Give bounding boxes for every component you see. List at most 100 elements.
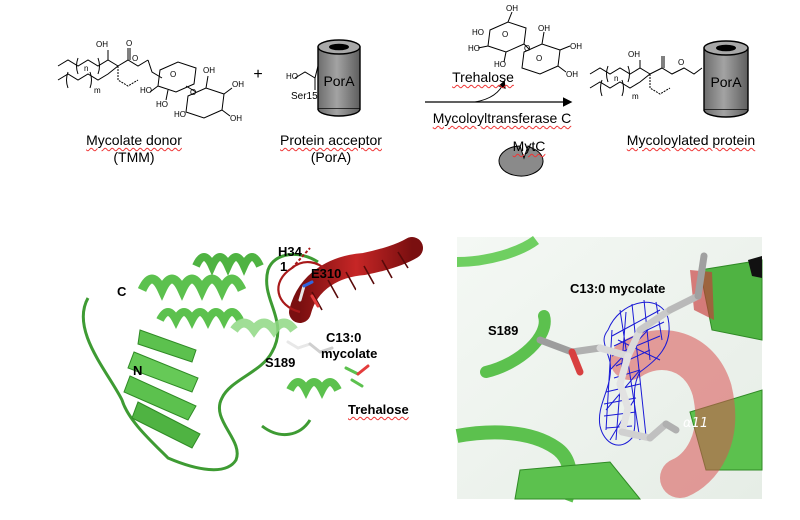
tmm-ho-2: HO bbox=[156, 100, 168, 109]
trehalose-label-left: Trehalose bbox=[348, 402, 409, 417]
tmm-n-label: n bbox=[84, 64, 89, 73]
protein-loop-outer bbox=[81, 252, 319, 472]
trehalose-release-arrow bbox=[474, 80, 506, 103]
tmm-ester-o-label: O bbox=[132, 54, 139, 63]
acceptor-name-text: Protein acceptor bbox=[280, 132, 382, 148]
product-barrel-label: PorA bbox=[710, 74, 742, 90]
product-name-text: Mycoloylated protein bbox=[626, 132, 756, 148]
trehalose-label: Trehalose bbox=[438, 69, 528, 86]
mycolate-label-left-1: C13:0 bbox=[326, 330, 362, 345]
trehalose-ho-3: HO bbox=[472, 28, 484, 37]
trehalose-oh-6: OH bbox=[570, 42, 582, 51]
protein-helix-top-2 bbox=[192, 253, 264, 276]
product-structure bbox=[589, 56, 703, 97]
tmm-oh-6: OH bbox=[230, 114, 242, 123]
enzyme-name-text: Mycoloyltransferase C bbox=[432, 110, 572, 126]
zoom-sticks bbox=[536, 252, 708, 442]
tmm-oh-2 bbox=[165, 89, 169, 101]
trehalose-label-text: Trehalose bbox=[452, 69, 514, 85]
tmm-m-label: m bbox=[94, 86, 101, 95]
helix-label-right: α11 bbox=[683, 416, 709, 431]
product-name: Mycoloylated protein bbox=[606, 132, 776, 149]
c-terminus-label: C bbox=[117, 284, 127, 299]
zoom-red-top bbox=[690, 270, 714, 320]
trehalose-ho-2: HO bbox=[468, 44, 480, 53]
h341-label-suffix: 1 bbox=[280, 259, 288, 274]
tmm-oh-1 bbox=[149, 85, 159, 93]
trehalose-structure bbox=[477, 11, 571, 75]
zoom-green-loop-2 bbox=[480, 310, 551, 378]
acceptor-barrel-label: PorA bbox=[323, 73, 355, 89]
zoom-panel bbox=[455, 235, 763, 503]
acceptor-name: Protein acceptor bbox=[266, 132, 396, 149]
mycolate-label-right: C13:0 mycolate bbox=[570, 281, 666, 296]
tmm-carbonyl-o-label: O bbox=[126, 39, 133, 48]
trehalose-ring-o-2: O bbox=[536, 54, 543, 63]
tmm-side-chain bbox=[117, 66, 139, 87]
product-oh-label: OH bbox=[628, 50, 640, 59]
protein-sheet-4 bbox=[131, 401, 201, 449]
mytc-enzyme-shape bbox=[498, 145, 544, 177]
active-site-sticks bbox=[286, 280, 370, 388]
zoom-black-corner bbox=[748, 256, 762, 278]
trehalose-oh-7: OH bbox=[566, 70, 578, 79]
tmm-glycosidic-bond bbox=[185, 85, 197, 93]
enzyme-abbr: MytC bbox=[504, 138, 554, 155]
protein-sheet-2 bbox=[127, 351, 199, 393]
protein-sheet-1 bbox=[137, 329, 197, 363]
tmm-oh-5 bbox=[221, 109, 231, 117]
protein-cartoon-left bbox=[81, 252, 342, 472]
zoom-helix-alpha11 bbox=[610, 330, 736, 498]
tmm-ho-3: HO bbox=[174, 110, 186, 119]
zoom-green-loop-1 bbox=[456, 235, 539, 267]
s189-label-right: S189 bbox=[488, 323, 519, 338]
trehalose-oh-1: OH bbox=[506, 4, 518, 13]
s189-label-left: S189 bbox=[265, 355, 296, 370]
tmm-ring-o-2: O bbox=[190, 88, 197, 97]
donor-name-text: Mycolate donor bbox=[86, 132, 182, 148]
tmm-oh-5: OH bbox=[232, 80, 244, 89]
acceptor-barrel bbox=[317, 39, 361, 117]
protein-sheet-3 bbox=[123, 375, 197, 421]
helix-alpha11-left bbox=[277, 237, 423, 323]
n-terminus-label: N bbox=[133, 363, 143, 378]
protein-helix-right bbox=[230, 318, 298, 338]
tmm-ring-o-1: O bbox=[170, 70, 177, 79]
enzyme-abbr-text: MytC bbox=[512, 138, 546, 154]
tmm-oh-label: OH bbox=[96, 40, 108, 49]
trehalose-ring-o-1: O bbox=[502, 30, 509, 39]
acceptor-residue-label: Ser15 bbox=[291, 91, 318, 102]
product-n-label: n bbox=[614, 74, 619, 83]
enzyme-name: Mycoloyltransferase C bbox=[412, 110, 592, 127]
acceptor-ho-label: HO bbox=[286, 72, 298, 81]
trehalose-bridge-o: O bbox=[524, 44, 531, 53]
protein-helix-top-1 bbox=[137, 274, 247, 301]
tmm-glucose-linker bbox=[147, 59, 163, 79]
e310-label: E310 bbox=[311, 266, 342, 281]
tmm-oh-3 bbox=[205, 75, 209, 89]
plus-sign: + bbox=[253, 66, 263, 83]
product-ester-o-label: O bbox=[678, 58, 685, 67]
mycolate-label-left-2: mycolate bbox=[321, 346, 378, 361]
zoom-green-bottom-left bbox=[514, 461, 642, 500]
protein-helix-mid bbox=[156, 308, 244, 329]
tmm-bracket-n bbox=[76, 57, 100, 75]
tmm-ho-1: HO bbox=[140, 86, 152, 95]
tmm-oh-4: OH bbox=[203, 66, 215, 75]
trehalose-oh-5: OH bbox=[538, 24, 550, 33]
product-m-label: m bbox=[632, 92, 639, 101]
trehalose-ho-4: HO bbox=[494, 60, 506, 69]
donor-name: Mycolate donor bbox=[64, 132, 204, 149]
tmm-oh-4 bbox=[223, 87, 233, 95]
tmm-ester-bond bbox=[117, 59, 149, 67]
protein-helix-low bbox=[286, 378, 342, 399]
tmm-bracket-m bbox=[66, 71, 92, 89]
helix-label-left: α11 bbox=[345, 282, 369, 296]
tmm-alkyl-chain-lower bbox=[57, 65, 119, 81]
product-barrel bbox=[703, 40, 749, 118]
protein-loop-low bbox=[261, 419, 312, 436]
donor-abbr: (TMM) bbox=[113, 149, 155, 165]
acceptor-structure bbox=[294, 65, 319, 90]
acceptor-abbr: (PorA) bbox=[310, 149, 352, 165]
